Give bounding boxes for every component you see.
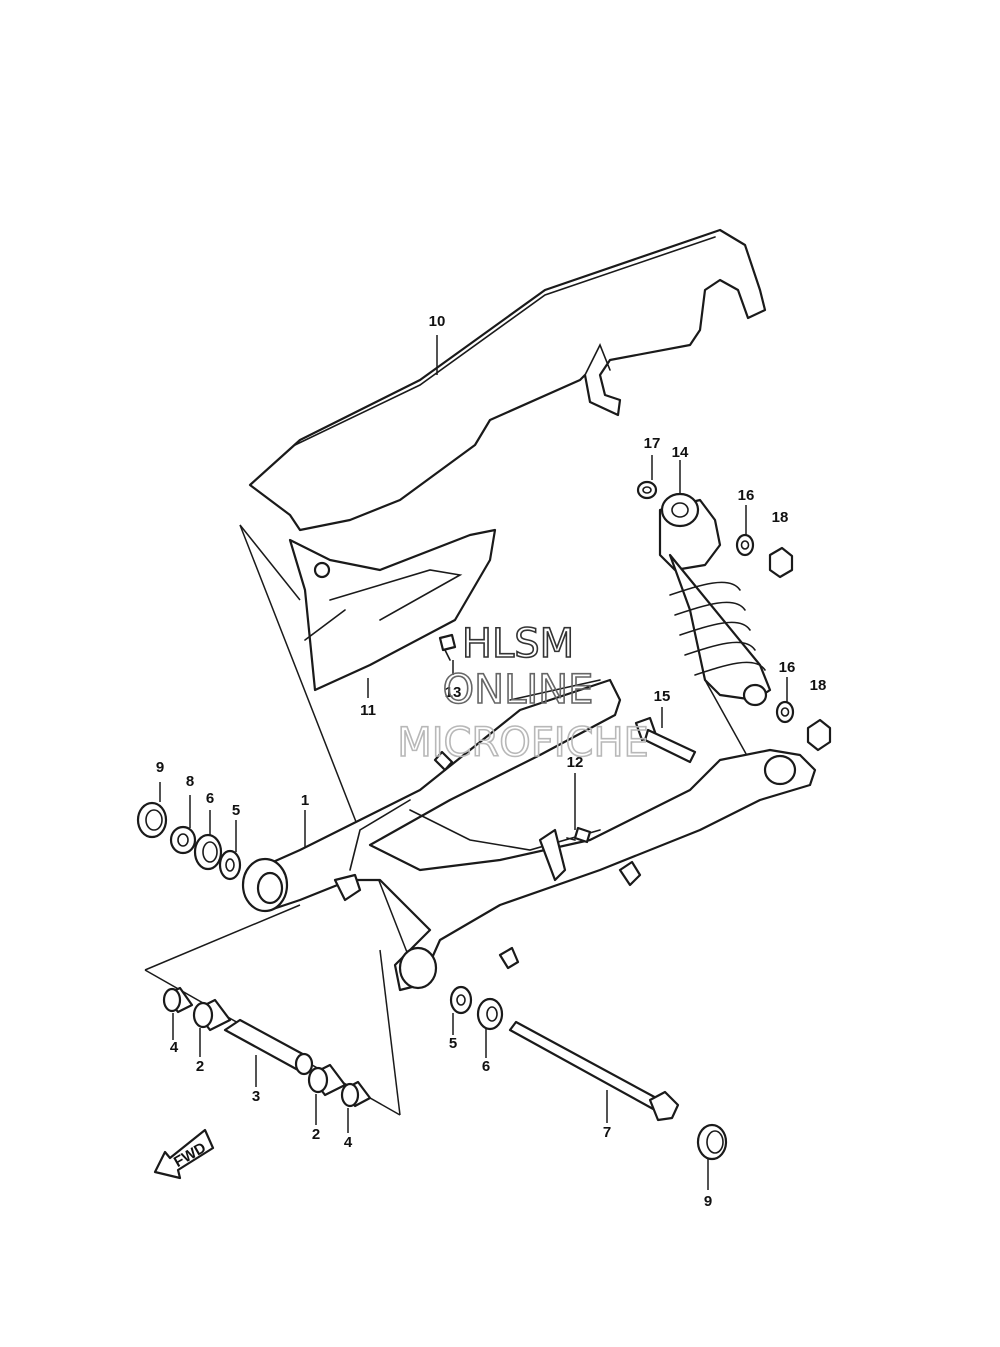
cap-9-left[interactable]	[136, 801, 168, 839]
callout-5-left: 5	[232, 802, 240, 819]
bearing-2-left[interactable]	[192, 998, 232, 1032]
shock-absorber[interactable]	[658, 492, 772, 707]
bolt-15[interactable]	[634, 716, 697, 764]
washer-5-left[interactable]	[218, 849, 242, 881]
callout-9-left: 9	[156, 759, 164, 776]
watermark-line3: MICROFICHE	[397, 720, 649, 766]
callout-labels: 10 11 13 1 9 8 6 5 12 15 17 14 16 18 16 …	[156, 313, 827, 1210]
pivot-shaft-7[interactable]	[508, 1020, 680, 1122]
callout-8: 8	[186, 773, 194, 790]
collar-4-right[interactable]	[340, 1080, 372, 1108]
spacer-3[interactable]	[223, 1018, 314, 1076]
fwd-arrow-icon: FWD	[153, 1128, 215, 1180]
watermark-line2: ONLINE	[443, 667, 594, 713]
callout-16-upper: 16	[738, 487, 755, 504]
callout-12: 12	[567, 754, 584, 771]
washer-17[interactable]	[636, 480, 658, 500]
callout-16-lower: 16	[779, 659, 796, 676]
chain-case[interactable]	[248, 228, 767, 532]
seal-6-right[interactable]	[476, 997, 504, 1031]
washer-16-lower[interactable]	[775, 700, 795, 724]
cap-9-right[interactable]	[696, 1123, 728, 1161]
callout-6-left: 6	[206, 790, 214, 807]
cap-nut-18-upper[interactable]	[768, 546, 794, 579]
washer-5-right[interactable]	[449, 985, 473, 1015]
callout-2-right: 2	[312, 1126, 320, 1143]
callout-3: 3	[252, 1088, 260, 1105]
callout-13: 13	[445, 684, 462, 701]
callout-15: 15	[654, 688, 671, 705]
callout-17: 17	[644, 435, 661, 452]
collar-4-left[interactable]	[162, 986, 194, 1014]
callout-7: 7	[603, 1124, 611, 1141]
washer-8[interactable]	[169, 825, 197, 855]
leader-lines	[159, 335, 788, 1190]
callout-9-right: 9	[704, 1193, 712, 1210]
watermark: HLSM ONLINE MICROFICHE	[396, 620, 649, 767]
callout-4-right: 4	[344, 1134, 353, 1151]
washer-16-upper[interactable]	[735, 533, 755, 557]
callout-10: 10	[429, 313, 446, 330]
callout-6-right: 6	[482, 1058, 490, 1075]
watermark-line1: HLSM	[462, 621, 574, 667]
seal-6-left[interactable]	[193, 833, 223, 871]
bolt-13[interactable]	[438, 633, 457, 661]
callout-2-left: 2	[196, 1058, 204, 1075]
side-cover[interactable]	[288, 528, 497, 692]
callout-11: 11	[360, 702, 376, 719]
cap-nut-18-lower[interactable]	[806, 718, 832, 752]
bearing-2-right[interactable]	[307, 1063, 347, 1097]
callout-4-left: 4	[170, 1039, 179, 1056]
callout-18-lower: 18	[810, 677, 827, 694]
bolt-12[interactable]	[566, 826, 592, 844]
callout-18-upper: 18	[772, 509, 789, 526]
callout-14: 14	[672, 444, 689, 461]
swing-arm[interactable]	[241, 678, 817, 992]
callout-1: 1	[301, 792, 309, 809]
callout-5-right: 5	[449, 1035, 457, 1052]
